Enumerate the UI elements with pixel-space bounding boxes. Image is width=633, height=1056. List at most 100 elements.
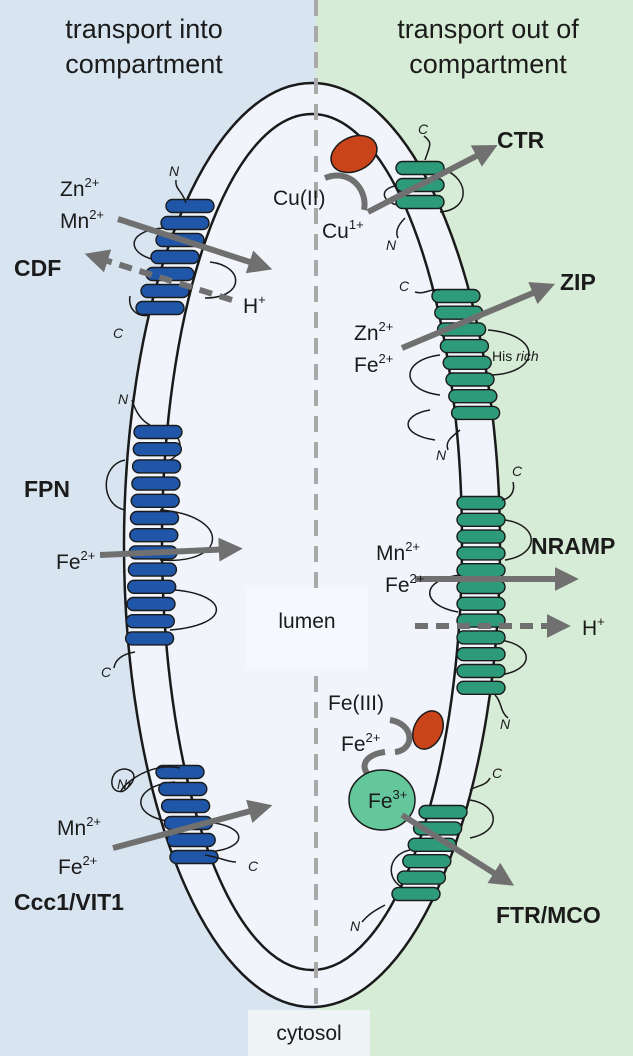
helix bbox=[125, 614, 176, 629]
nramp-counter: H+ bbox=[582, 614, 605, 640]
helix bbox=[131, 459, 182, 474]
zip-c-label: C bbox=[399, 278, 410, 294]
ccc1-c-label: C bbox=[248, 858, 259, 874]
ftr-ion3: Fe3+ bbox=[368, 787, 407, 813]
fpn-transporter: N C FPN Fe2+ bbox=[24, 391, 243, 680]
zip-c-tail bbox=[414, 288, 441, 294]
helix bbox=[126, 596, 176, 612]
helix bbox=[140, 283, 190, 299]
cdf-c-label: C bbox=[113, 325, 124, 341]
ftr-c-label: C bbox=[492, 765, 503, 781]
ccc1-ion1: Mn2+ bbox=[57, 814, 101, 840]
ccc1-c-tail bbox=[204, 854, 237, 863]
helix bbox=[169, 849, 219, 865]
left-header-line2: compartment bbox=[65, 49, 223, 79]
fpn-loop bbox=[169, 589, 217, 631]
helix bbox=[439, 338, 490, 354]
nramp-loop bbox=[504, 519, 532, 561]
ccc1-n-tail bbox=[111, 766, 181, 793]
fpn-c-label: C bbox=[101, 664, 112, 680]
helix bbox=[391, 886, 441, 902]
helix bbox=[395, 160, 445, 176]
right-header-line1: transport out of bbox=[397, 14, 579, 44]
helix bbox=[130, 493, 180, 508]
zip-ion1: Zn2+ bbox=[354, 319, 393, 345]
ccc1-arrow bbox=[112, 799, 273, 851]
ftr-helices bbox=[391, 804, 468, 902]
helix bbox=[135, 300, 185, 316]
helix bbox=[129, 528, 179, 543]
helix bbox=[456, 579, 506, 595]
ctr-n-label: N bbox=[386, 237, 397, 253]
nramp-ion1: Mn2+ bbox=[376, 539, 420, 565]
helix bbox=[450, 405, 501, 421]
cdf-n-tail bbox=[175, 179, 187, 204]
ccc1-ion2: Fe2+ bbox=[58, 853, 97, 879]
ftr-ferroxidase bbox=[348, 769, 416, 831]
fpn-c-tail bbox=[113, 651, 136, 669]
helix bbox=[396, 870, 447, 885]
fpn-arrow bbox=[99, 537, 243, 562]
ctr-ion: Cu1+ bbox=[322, 217, 364, 243]
ftr-reduction-arc bbox=[389, 717, 413, 755]
nramp-n-label: N bbox=[500, 716, 511, 732]
ftr-oxidized: Fe(III) bbox=[328, 692, 384, 715]
helix bbox=[456, 663, 506, 679]
fpn-ion: Fe2+ bbox=[56, 548, 95, 574]
zip-arrow bbox=[400, 282, 555, 351]
cdf-ion2: Mn2+ bbox=[60, 207, 104, 233]
left-header-line1: transport into bbox=[65, 14, 223, 44]
zip-transporter: N C Zn2+ Fe2+ His rich ZIP bbox=[354, 269, 596, 463]
helix bbox=[456, 529, 506, 544]
helix bbox=[442, 355, 492, 370]
cdf-counter: H+ bbox=[243, 292, 266, 318]
ccc1-transporter: N C Mn2+ Fe2+ Ccc1/VIT1 bbox=[14, 764, 273, 915]
fpn-name: FPN bbox=[24, 476, 70, 502]
helix bbox=[402, 854, 452, 869]
ftr-arrow bbox=[400, 812, 515, 886]
helix bbox=[456, 647, 506, 662]
ctr-n-tail bbox=[396, 217, 406, 239]
zip-loop bbox=[487, 329, 530, 376]
ftr-n-tail bbox=[361, 904, 386, 923]
helix bbox=[132, 442, 183, 457]
helix bbox=[456, 512, 506, 527]
helix bbox=[166, 832, 216, 848]
helix bbox=[456, 563, 506, 578]
helix bbox=[418, 804, 468, 820]
zip-n-label: N bbox=[436, 447, 447, 463]
ctr-reduction-arc bbox=[323, 172, 368, 211]
ctr-oxidase bbox=[330, 134, 378, 174]
helix bbox=[456, 680, 506, 695]
cdf-arrow bbox=[117, 216, 273, 274]
zip-loop-label: His rich bbox=[492, 348, 539, 364]
ccc1-name: Ccc1/VIT1 bbox=[14, 889, 124, 915]
nramp-transporter: N C Mn2+ Fe2+ NRAMP H+ bbox=[376, 463, 615, 732]
nramp-c-tail bbox=[501, 481, 515, 501]
helix bbox=[456, 596, 506, 611]
right-header-line2: compartment bbox=[409, 49, 567, 79]
ftr-ion: Fe2+ bbox=[341, 730, 380, 756]
cdf-n-label: N bbox=[169, 163, 180, 179]
helix bbox=[395, 194, 445, 210]
fpn-n-tail bbox=[131, 399, 151, 426]
helix bbox=[124, 631, 175, 646]
ctr-name: CTR bbox=[497, 127, 545, 153]
ftr-loop bbox=[469, 799, 494, 839]
helix bbox=[127, 562, 178, 577]
cytosol-box bbox=[248, 1010, 370, 1056]
helix bbox=[133, 424, 183, 440]
zip-helices bbox=[431, 288, 501, 421]
helix bbox=[431, 288, 481, 304]
cdf-ion1: Zn2+ bbox=[60, 175, 99, 201]
helix bbox=[456, 630, 506, 645]
helix bbox=[160, 215, 210, 231]
ctr-transporter: N C Cu(II) Cu1+ CTR bbox=[273, 121, 545, 253]
helix bbox=[445, 372, 495, 387]
cdf-c-tail bbox=[128, 295, 151, 317]
ftr-name: FTR/MCO bbox=[496, 902, 601, 928]
nramp-helices bbox=[456, 495, 506, 695]
lumen-label: lumen bbox=[278, 610, 335, 633]
